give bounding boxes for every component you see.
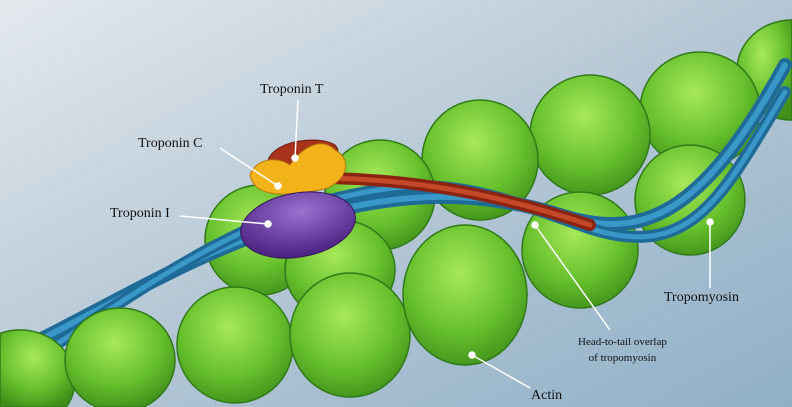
label-tropomyosin: Tropomyosin: [664, 290, 739, 305]
label-troponin-t: Troponin T: [260, 82, 324, 97]
label-troponin-i: Troponin I: [110, 206, 170, 221]
label-troponin-c: Troponin C: [138, 136, 203, 151]
label-overlap-line2: of tropomyosin: [588, 352, 657, 364]
actin-lower-row: [0, 224, 528, 407]
label-head-to-tail-overlap: Head-to-tail overlap of tropomyosin: [578, 334, 667, 366]
tropomyosin-strands: [23, 58, 792, 361]
leader-lines: [179, 99, 714, 389]
label-overlap-line1: Head-to-tail overlap: [578, 336, 667, 348]
troponin-i-shape: [240, 191, 356, 259]
troponin-c-shape: [249, 143, 347, 195]
label-actin: Actin: [531, 388, 563, 403]
